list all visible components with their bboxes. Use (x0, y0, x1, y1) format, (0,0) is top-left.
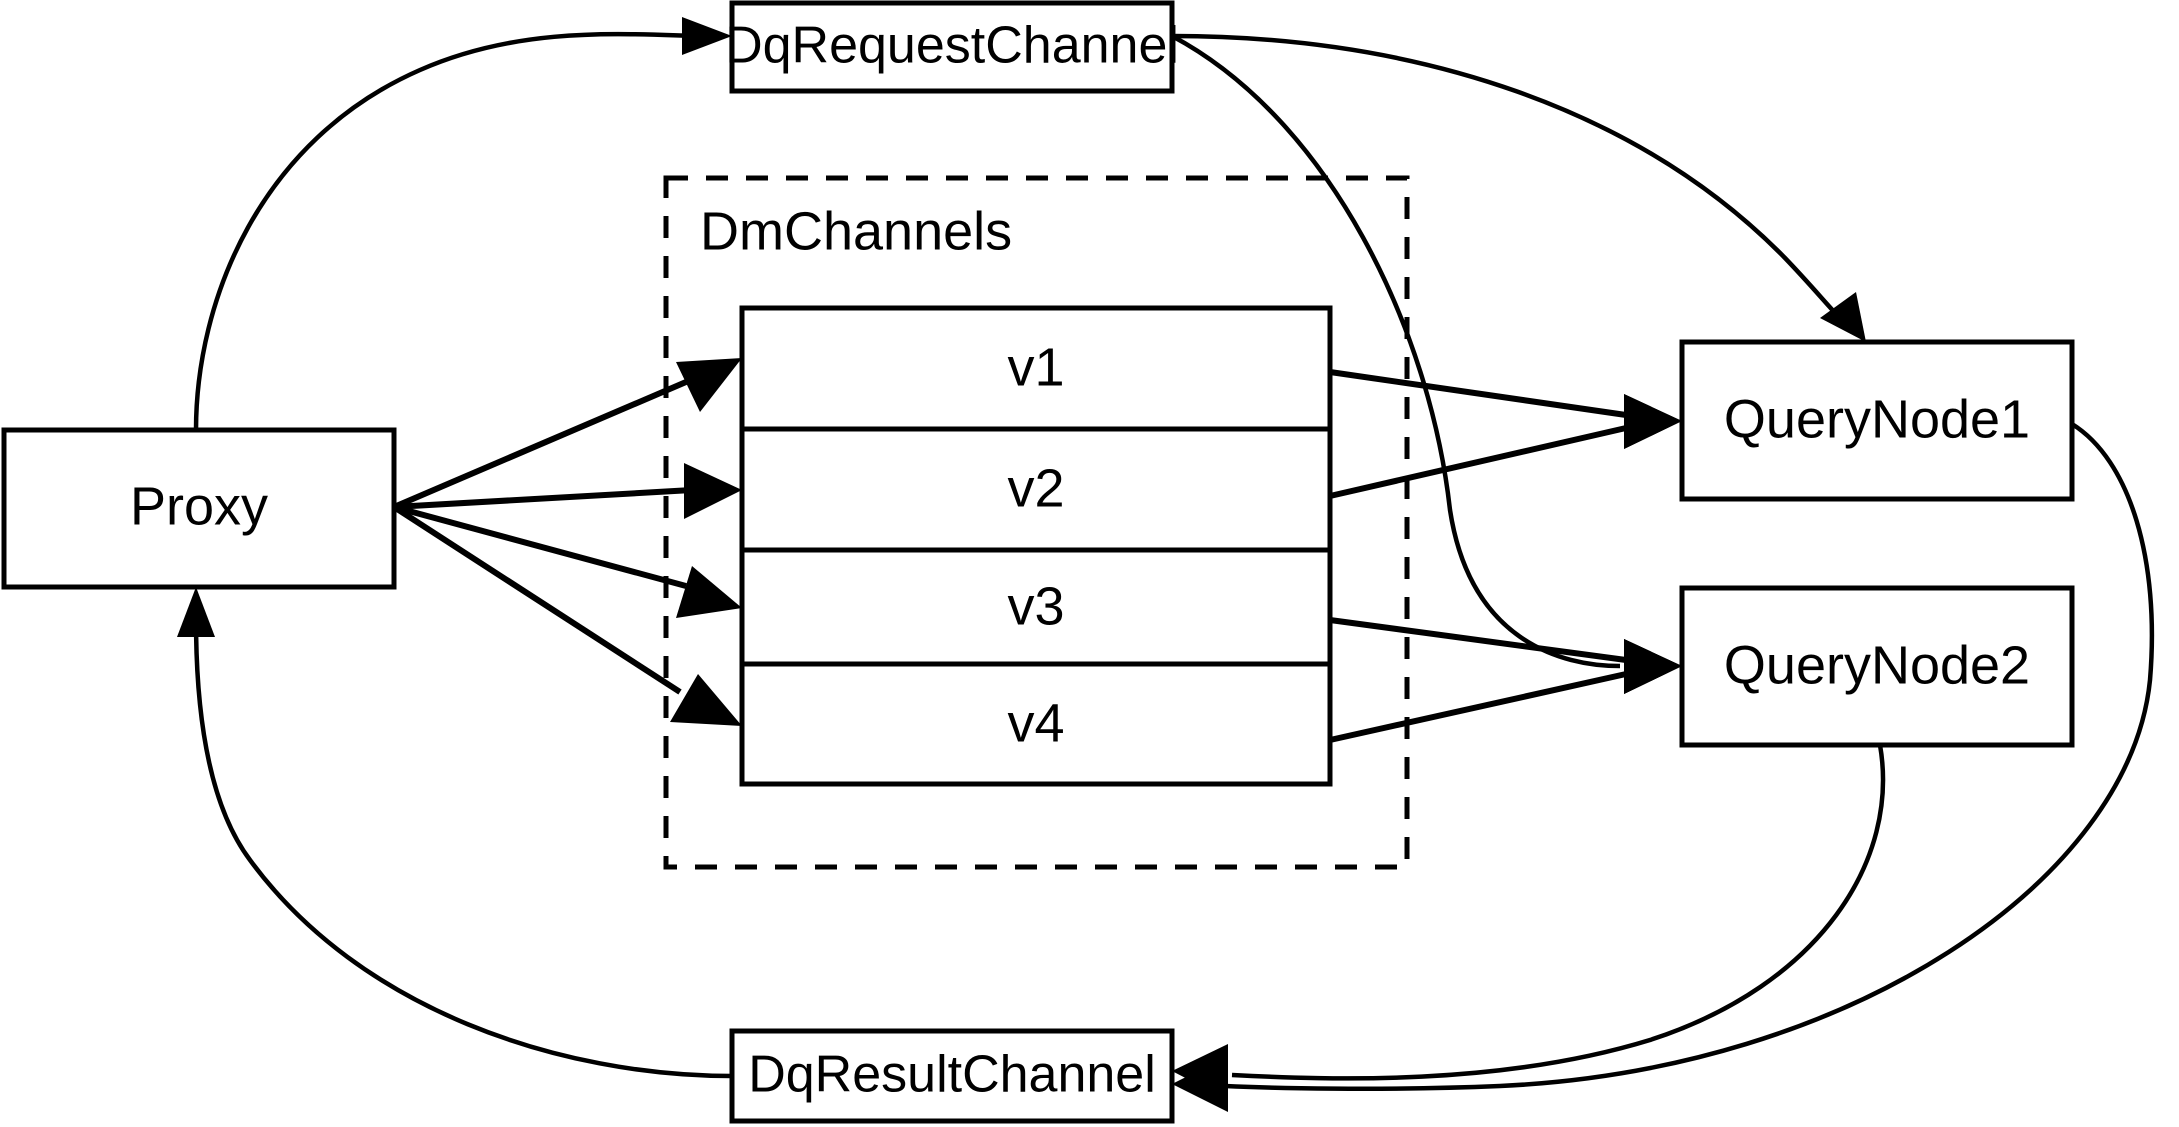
channel-row-v1-label[interactable]: v1 (1007, 337, 1064, 397)
dm-channels-label: DmChannels (700, 201, 1012, 261)
arrowhead-icon (177, 587, 215, 637)
channel-row-v4-label[interactable]: v4 (1007, 693, 1064, 753)
arrowhead-icon (676, 358, 742, 412)
edge-proxy-to-v1 (392, 358, 742, 510)
proxy-label: Proxy (130, 476, 268, 536)
node-dq-request-channel[interactable]: DqRequestChannel (725, 0, 1179, 94)
dm-channels-border (663, 175, 1410, 870)
query-node-2-label: QueryNode2 (1724, 635, 2030, 695)
channel-row-v3-label[interactable]: v3 (1007, 576, 1064, 636)
node-query-node-2[interactable]: QueryNode2 (1679, 585, 2075, 748)
arrowhead-icon (1624, 639, 1682, 694)
proxy-box[interactable] (1, 427, 397, 590)
edge-v2-to-query-node-1 (1329, 394, 1682, 499)
query-node-2-box[interactable] (1679, 585, 2075, 748)
arrowhead-icon (670, 674, 742, 726)
arrowhead-icon (1624, 394, 1682, 449)
query-node-1-box[interactable] (1679, 339, 2075, 502)
node-query-node-1[interactable]: QueryNode1 (1679, 339, 2075, 502)
dq-request-channel-box[interactable] (729, 0, 1175, 94)
channel-row-v2-label[interactable]: v2 (1007, 458, 1064, 518)
query-node-1-label: QueryNode1 (1724, 389, 2030, 449)
edge-dq-result-channel-to-proxy (177, 587, 733, 1079)
edge-v4-to-query-node-2 (1329, 639, 1682, 743)
channel-stack: v1 v2 v3 v4 (739, 305, 1333, 787)
node-proxy[interactable]: Proxy (1, 427, 397, 590)
group-dm-channels: DmChannels (663, 175, 1410, 870)
edge-query-node-2-to-dq-result-channel (1172, 744, 1886, 1100)
arrowhead-icon (1172, 1044, 1228, 1100)
channel-stack-border (739, 305, 1333, 787)
edge-proxy-to-v3 (393, 504, 742, 618)
edge-proxy-to-dq-request-channel (193, 17, 732, 431)
arrowhead-icon (684, 463, 742, 519)
edge-proxy-to-v4 (392, 504, 742, 726)
arrowhead-icon (682, 17, 732, 55)
dq-result-channel-label: DqResultChannel (748, 1046, 1156, 1104)
edge-proxy-to-v2 (393, 463, 742, 519)
edge-dq-request-channel-to-query-node-1 (1171, 33, 1866, 342)
dq-request-channel-label: DqRequestChannel (725, 17, 1179, 75)
arrowhead-icon (676, 566, 742, 618)
node-dq-result-channel[interactable]: DqResultChannel (729, 1028, 1175, 1124)
dq-result-channel-box[interactable] (729, 1028, 1175, 1124)
arrowhead-icon (1820, 292, 1866, 342)
